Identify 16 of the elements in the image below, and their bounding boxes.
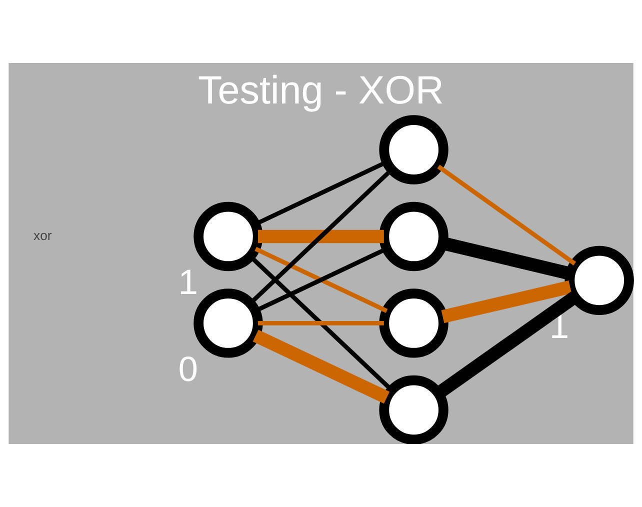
connector: [441, 280, 572, 324]
diagram-title: Testing - XOR: [198, 68, 444, 112]
connector: [258, 230, 384, 244]
node-label: 1: [178, 263, 198, 302]
node-circle: [194, 202, 263, 272]
label: xor: [34, 228, 52, 243]
node-circle: [564, 246, 634, 315]
node-circle: [379, 375, 448, 444]
node-circle: [379, 115, 448, 184]
connector: [258, 321, 384, 326]
connector: [254, 246, 388, 313]
node-circle: [379, 202, 448, 272]
connector: [252, 330, 390, 404]
connector: [437, 164, 576, 266]
node-circle: [379, 288, 448, 358]
node-label: 0: [178, 350, 198, 389]
